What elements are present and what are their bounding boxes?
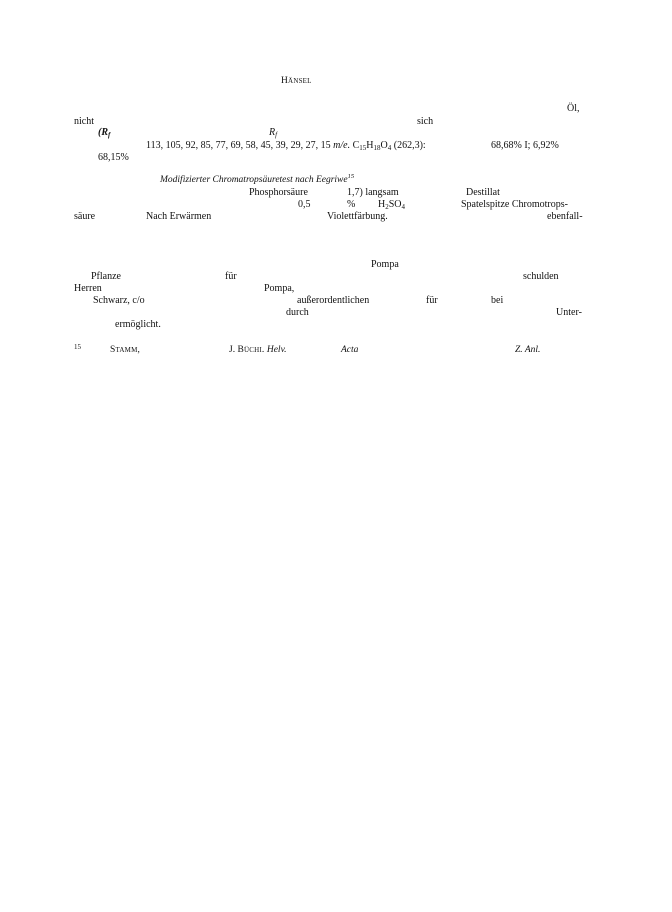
rf-symbol-2: R (269, 127, 276, 138)
footnote-author-2: J. Büchi. Helv. (229, 345, 287, 355)
text-pflanze: Pflanze (91, 271, 121, 282)
text-schulden: schulden (523, 271, 559, 282)
text-nicht: nicht (74, 116, 94, 127)
me-unit: m/e. (333, 140, 351, 151)
rf-subscript-2: f (275, 131, 278, 139)
text-spatelspitze: Spatelspitze Chromotrops- (461, 199, 568, 210)
footnote-author-1: Stamm, (110, 345, 141, 355)
text-oel: Öl, (567, 103, 580, 114)
text-ratio: 1,7) langsam (347, 187, 399, 198)
text-ausserordentlich: außerordentlichen (297, 295, 370, 306)
mass-spectrum-line: 113, 105, 92, 85, 77, 69, 58, 45, 39, 29… (146, 141, 426, 152)
text-violettfaerbung: Violettfärbung. (327, 211, 388, 222)
footnote-journal-3: Z. Anl. (515, 345, 541, 355)
text-ermoeglicht: ermöglicht. (115, 319, 161, 330)
text-erwaermen: Nach Erwärmen (146, 211, 212, 222)
text-destillat: Destillat (466, 187, 500, 198)
h2so4-formula: H2SO4 (378, 199, 406, 211)
text-sich: sich (417, 116, 434, 127)
elemental-analysis: 68,68% I; 6,92% (491, 140, 559, 151)
text-conc: 0,5 (298, 199, 311, 210)
running-header: Hänsel (281, 76, 312, 86)
heading-footnote-ref: 15 (347, 173, 355, 180)
text-ebenfall: ebenfall- (547, 211, 583, 222)
section-heading: Modifizierter Chromatropsäuretest nach E… (160, 173, 355, 185)
ms-values: 113, 105, 92, 85, 77, 69, 58, 45, 39, 29… (146, 140, 331, 151)
text-saeure: säure (74, 211, 96, 222)
text-fuer-1: für (225, 271, 237, 282)
rf-value-label-2: Rf (269, 128, 277, 139)
rf-symbol: (R (98, 127, 108, 138)
text-herren: Herren (74, 283, 102, 294)
elemental-analysis-found: 68,15% (98, 152, 129, 163)
text-percent: % (347, 199, 356, 210)
text-schwarz: Schwarz, c/o (93, 295, 145, 306)
footnote-journal-2: Acta (341, 345, 359, 355)
text-durch: durch (286, 307, 309, 318)
footnote-journal-1: Helv. (266, 345, 287, 355)
text-pompa-2: Pompa, (264, 283, 295, 294)
molecular-formula: C15H18O4 (352, 140, 392, 152)
rf-subscript: f (108, 131, 111, 139)
text-unter: Unter- (556, 307, 582, 318)
text-bei: bei (491, 295, 504, 306)
text-fuer-2: für (426, 295, 438, 306)
formula-mass: (262,3): (393, 140, 426, 151)
text-pompa-1: Pompa (371, 259, 399, 270)
footnote-number: 15 (74, 343, 81, 351)
rf-value-label: (Rf (98, 128, 110, 139)
text-phosphorsaeure: Phosphorsäure (249, 187, 308, 198)
